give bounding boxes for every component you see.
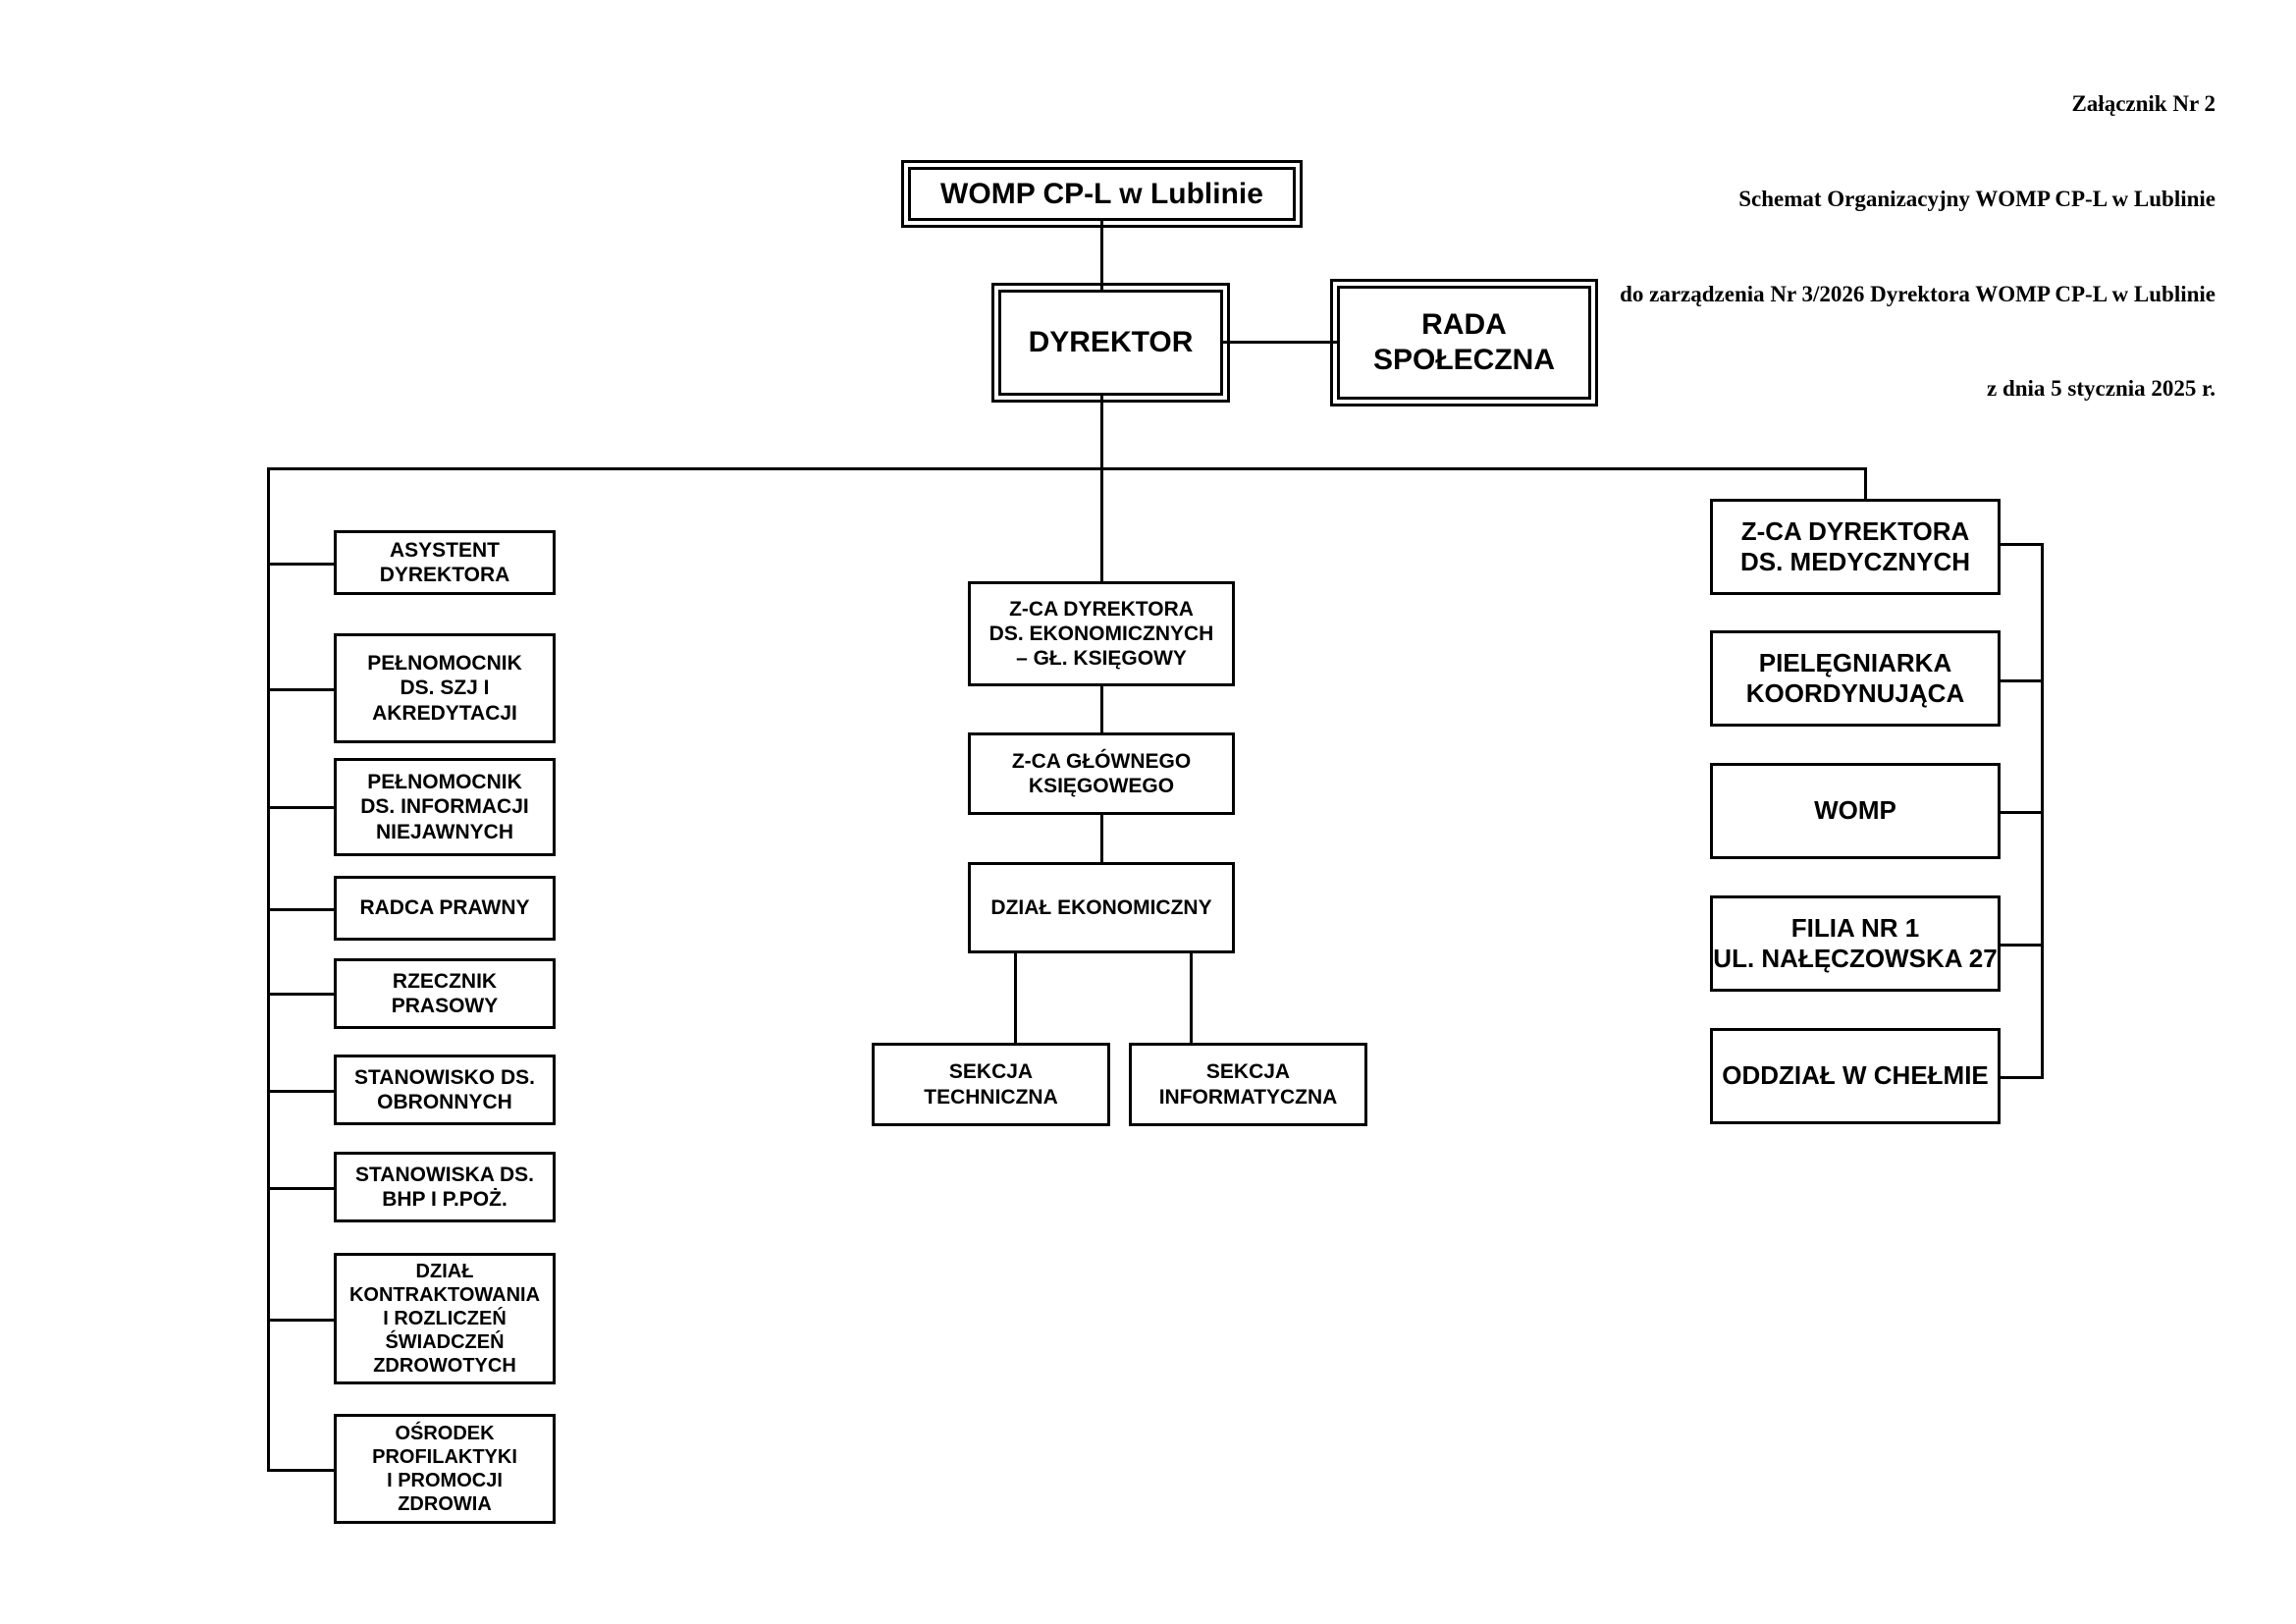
node-stanowisko-obronnych[interactable]: STANOWISKO DS. OBRONNYCH (334, 1055, 556, 1125)
node-rzecznik-prasowy[interactable]: RZECZNIK PRASOWY (334, 958, 556, 1029)
node-rzecznik-prasowy-label: RZECZNIK PRASOWY (391, 969, 499, 1017)
node-asystent-dyrektora[interactable]: ASYSTENT DYREKTORA (334, 530, 556, 595)
left-stub-1 (267, 563, 336, 566)
left-stub-4 (267, 908, 336, 911)
left-stub-9 (267, 1469, 336, 1472)
node-zca-glownego-ksiegowego-label: Z-CA GŁÓWNEGO KSIĘGOWEGO (1011, 749, 1192, 797)
left-stub-6 (267, 1090, 336, 1093)
node-radca-prawny-label: RADCA PRAWNY (359, 896, 530, 920)
node-dzial-kontraktowania[interactable]: DZIAŁ KONTRAKTOWANIA I ROZLICZEŃ ŚWIADCZ… (334, 1253, 556, 1384)
right-stub-5 (2001, 1076, 2044, 1079)
connector-zca-ekon-to-zca-gl (1100, 686, 1103, 732)
node-osrodek-profilaktyki-label: OŚRODEK PROFILAKTYKI I PROMOCJI ZDROWIA (372, 1423, 517, 1515)
node-asystent-dyrektora-label: ASYSTENT DYREKTORA (379, 538, 510, 586)
node-rada-spoleczna-label: RADA SPOŁECZNA (1372, 308, 1555, 376)
right-stub-2 (2001, 679, 2044, 682)
node-zca-dyrektora-medycznych-label: Z-CA DYREKTORA DS. MEDYCZNYCH (1739, 515, 1970, 576)
connector-dzial-to-sekcja-informatyczna (1190, 953, 1193, 1043)
node-pelnomocnik-szj-label: PEŁNOMOCNIK DS. SZJ I AKREDYTACJI (367, 652, 522, 725)
node-pielegniarka-koordynujaca-label: PIELĘGNIARKA KOORDYNUJĄCA (1745, 647, 1965, 708)
node-stanowisko-obronnych-label: STANOWISKO DS. OBRONNYCH (354, 1065, 535, 1113)
right-stub-3 (2001, 811, 2044, 814)
node-sekcja-informatyczna-label: SEKCJA INFORMATYCZNA (1158, 1060, 1338, 1109)
connector-root-to-director (1100, 221, 1103, 290)
node-rada-spoleczna[interactable]: RADA SPOŁECZNA (1330, 279, 1598, 406)
node-sekcja-techniczna[interactable]: SEKCJA TECHNICZNA (872, 1043, 1110, 1126)
node-dyrektor[interactable]: DYREKTOR (991, 283, 1230, 403)
header-line-1: Załącznik Nr 2 (2071, 91, 2216, 117)
node-womp-label: WOMP (1814, 795, 1896, 826)
node-womp[interactable]: WOMP (1710, 763, 2001, 859)
node-dyrektor-label: DYREKTOR (1028, 326, 1194, 358)
document-header: Załącznik Nr 2 Schemat Organizacyjny WOM… (1620, 26, 2216, 468)
node-zca-glownego-ksiegowego[interactable]: Z-CA GŁÓWNEGO KSIĘGOWEGO (968, 732, 1235, 815)
node-stanowiska-bhp[interactable]: STANOWISKA DS. BHP I P.POŻ. (334, 1152, 556, 1222)
node-zca-dyrektora-ekonomicznych[interactable]: Z-CA DYREKTORA DS. EKONOMICZNYCH – GŁ. K… (968, 581, 1235, 686)
node-pielegniarka-koordynujaca[interactable]: PIELĘGNIARKA KOORDYNUJĄCA (1710, 630, 2001, 727)
left-stub-2 (267, 688, 336, 691)
header-line-2: Schemat Organizacyjny WOMP CP-L w Lublin… (1738, 186, 2216, 211)
node-stanowiska-bhp-label: STANOWISKA DS. BHP I P.POŻ. (355, 1163, 534, 1211)
right-stub-1 (2001, 543, 2044, 546)
connector-zca-gl-to-dzial (1100, 815, 1103, 862)
node-sekcja-informatyczna[interactable]: SEKCJA INFORMATYCZNA (1129, 1043, 1367, 1126)
node-zca-dyrektora-medycznych[interactable]: Z-CA DYREKTORA DS. MEDYCZNYCH (1710, 499, 2001, 595)
node-womp-cpl[interactable]: WOMP CP-L w Lublinie (901, 160, 1303, 228)
node-filia-nr-1[interactable]: FILIA NR 1 UL. NAŁĘCZOWSKA 27 (1710, 895, 2001, 992)
node-zca-dyrektora-ekonomicznych-label: Z-CA DYREKTORA DS. EKONOMICZNYCH – GŁ. K… (988, 597, 1214, 671)
node-filia-nr-1-label: FILIA NR 1 UL. NAŁĘCZOWSKA 27 (1713, 912, 1998, 973)
node-osrodek-profilaktyki[interactable]: OŚRODEK PROFILAKTYKI I PROMOCJI ZDROWIA (334, 1414, 556, 1524)
left-stub-3 (267, 806, 336, 809)
node-radca-prawny[interactable]: RADCA PRAWNY (334, 876, 556, 941)
distribution-bar (267, 467, 1867, 470)
node-womp-cpl-label: WOMP CP-L w Lublinie (940, 177, 1263, 210)
node-oddzial-w-chelmie-label: ODDZIAŁ W CHEŁMIE (1722, 1060, 1989, 1091)
node-oddzial-w-chelmie[interactable]: ODDZIAŁ W CHEŁMIE (1710, 1028, 2001, 1124)
node-dzial-ekonomiczny[interactable]: DZIAŁ EKONOMICZNY (968, 862, 1235, 953)
node-dzial-kontraktowania-label: DZIAŁ KONTRAKTOWANIA I ROZLICZEŃ ŚWIADCZ… (348, 1261, 541, 1377)
right-drop (1864, 467, 1867, 511)
node-sekcja-techniczna-label: SEKCJA TECHNICZNA (924, 1060, 1058, 1109)
right-stub-4 (2001, 944, 2044, 947)
node-pelnomocnik-szj[interactable]: PEŁNOMOCNIK DS. SZJ I AKREDYTACJI (334, 633, 556, 743)
connector-director-trunk (1100, 396, 1103, 582)
left-stub-8 (267, 1319, 336, 1322)
left-trunk (267, 467, 270, 1471)
connector-dzial-to-sekcja-techniczna (1014, 953, 1017, 1043)
header-line-3: do zarządzenia Nr 3/2026 Dyrektora WOMP … (1620, 281, 2216, 306)
connector-director-to-council (1223, 341, 1337, 344)
header-line-4: z dnia 5 stycznia 2025 r. (1987, 376, 2216, 402)
node-pelnomocnik-informacji-niejawnych[interactable]: PEŁNOMOCNIK DS. INFORMACJI NIEJAWNYCH (334, 758, 556, 856)
node-dzial-ekonomiczny-label: DZIAŁ EKONOMICZNY (990, 895, 1212, 919)
left-stub-5 (267, 993, 336, 996)
node-pelnomocnik-informacji-niejawnych-label: PEŁNOMOCNIK DS. INFORMACJI NIEJAWNYCH (360, 771, 529, 843)
left-stub-7 (267, 1187, 336, 1190)
